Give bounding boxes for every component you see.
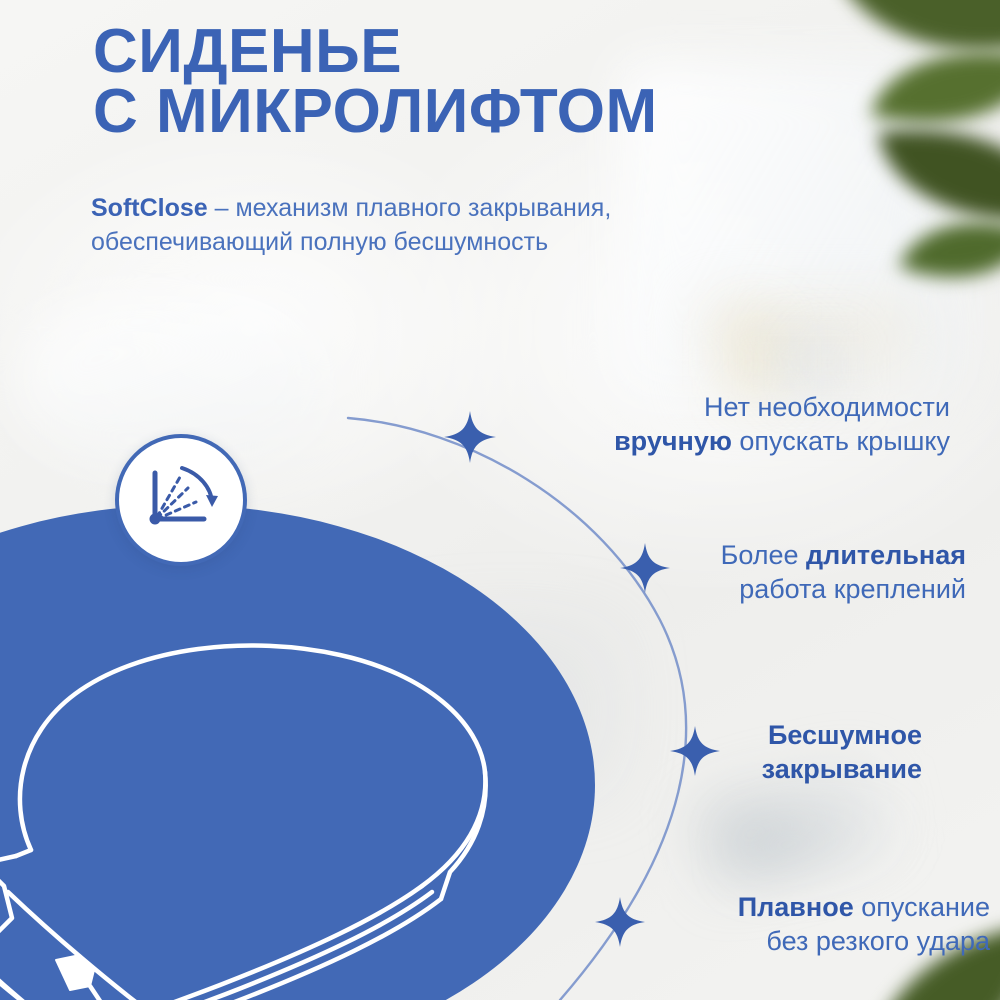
feature-3-bold-1: Бесшумное — [767, 720, 922, 750]
headline-line-2: С МИКРОЛИФТОМ — [93, 77, 658, 147]
feature-2-line-1: Более длительная — [636, 538, 966, 572]
feature-4-bold: Плавное — [737, 892, 854, 922]
headline-line-1: СИДЕНЬЕ — [93, 17, 403, 86]
feature-2-plain: Более — [720, 540, 807, 570]
subtitle: SoftClose – механизм плавного закрывания… — [91, 191, 791, 259]
feature-3-bold-2: закрывание — [761, 754, 922, 785]
feature-1-plain: опускать крышку — [731, 426, 950, 457]
subtitle-rest: – механизм плавного закрывания, обеспечи… — [91, 194, 612, 256]
feature-text-2: Более длительная работа креплений — [636, 538, 966, 606]
background-bottle — [812, 342, 842, 396]
product-backdrop-ellipse — [0, 505, 595, 1000]
feature-4-line-1: Плавное опускание — [630, 890, 990, 924]
feature-3-line-1: Бесшумное — [682, 718, 922, 752]
feature-4-line-2: без резкого удара — [766, 926, 990, 957]
feature-text-4: Плавное опускание без резкого удара — [630, 890, 990, 958]
four-point-star-icon — [444, 411, 496, 463]
brand-name: SoftClose — [91, 194, 208, 222]
arrow-head-icon — [206, 495, 218, 507]
plant-leaf-icon — [878, 108, 1000, 242]
page-title: СИДЕНЬЕ С МИКРОЛИФТОМ — [93, 21, 883, 147]
pivot-dot-icon — [149, 513, 161, 525]
feature-text-1: Нет необходимости вручную опускать крышк… — [520, 390, 950, 458]
feature-4-plain: опускание — [853, 892, 990, 922]
background-towel — [740, 812, 894, 872]
feature-text-3: Бесшумное закрывание — [682, 718, 922, 786]
soft-close-badge — [115, 434, 247, 566]
feature-3-line-2: закрывание — [682, 752, 922, 786]
background-bottle — [742, 318, 768, 396]
feature-2-bold: длительная — [806, 540, 966, 570]
feature-1-line-1: Нет необходимости — [704, 392, 950, 422]
feature-1-line-2: вручную опускать крышку — [520, 424, 950, 458]
feature-1-bold: вручную — [614, 426, 732, 457]
plant-leaf-icon — [899, 192, 1000, 308]
feature-2-line-2: работа креплений — [739, 574, 966, 605]
plant-leaf-icon — [870, 23, 1000, 152]
background-bottle — [782, 330, 804, 396]
soft-close-angle-icon — [149, 466, 218, 525]
